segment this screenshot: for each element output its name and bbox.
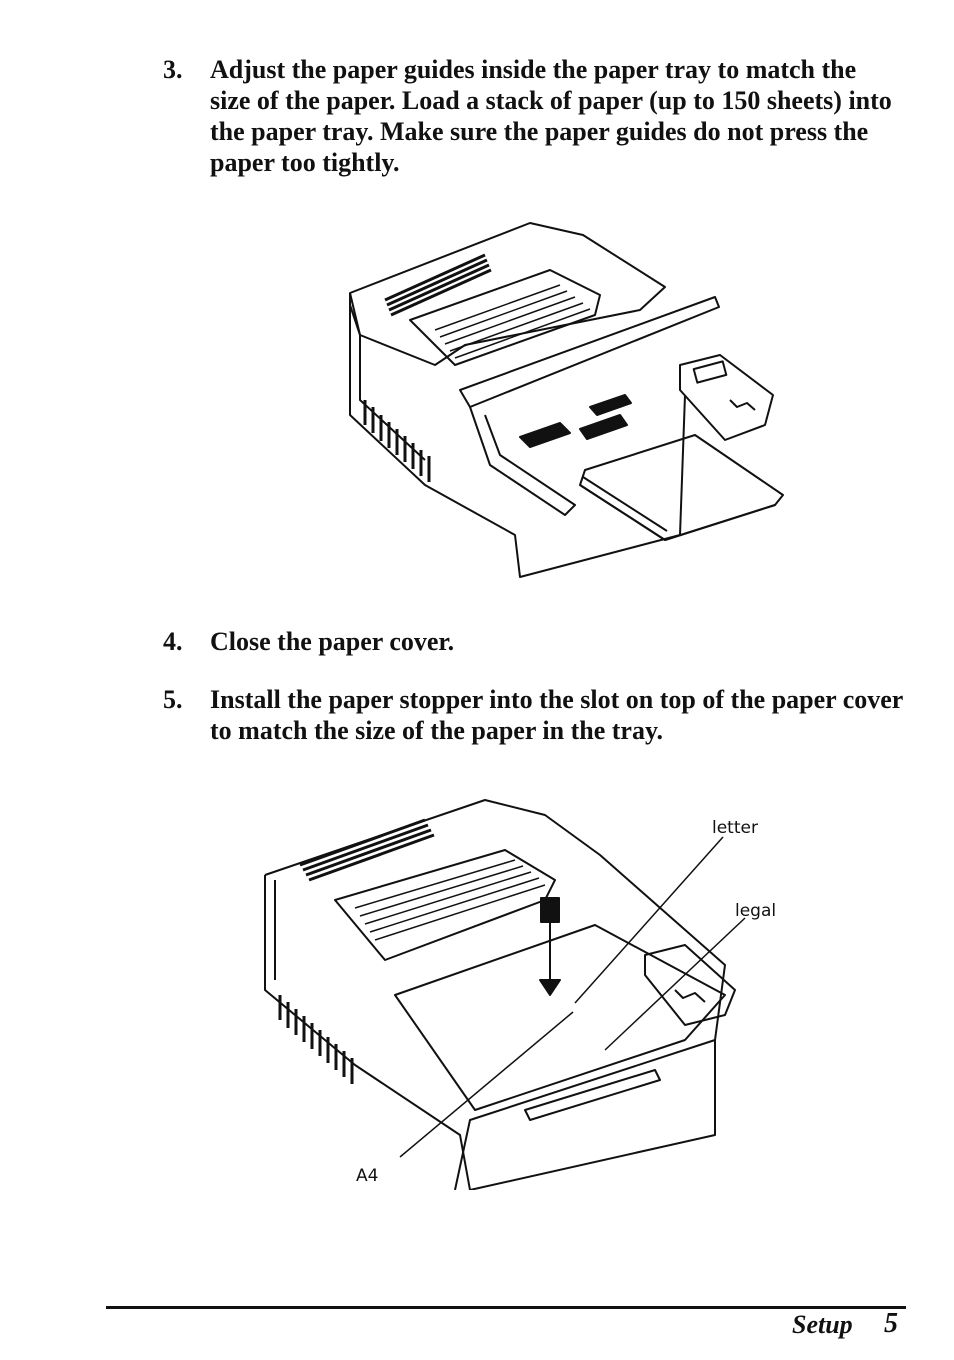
- footer-rule: [106, 1306, 906, 1309]
- step-number: 4.: [163, 627, 183, 656]
- step-5: 5. Install the paper stopper into the sl…: [163, 684, 903, 746]
- footer-section-title: Setup: [792, 1310, 853, 1339]
- step-text: Install the paper stopper into the slot …: [210, 685, 903, 745]
- printer-paper-tray-illustration: [335, 215, 790, 580]
- callout-a4: A4: [356, 1166, 379, 1186]
- step-text: Adjust the paper guides inside the paper…: [210, 55, 892, 177]
- step-4: 4. Close the paper cover.: [163, 626, 903, 657]
- callout-letter: letter: [712, 818, 758, 838]
- printer-paper-stopper-illustration: [255, 790, 790, 1190]
- page-number: 5: [884, 1308, 898, 1339]
- step-number: 5.: [163, 685, 183, 714]
- step-3: 3. Adjust the paper guides inside the pa…: [163, 54, 903, 178]
- callout-legal: legal: [735, 901, 777, 921]
- step-number: 3.: [163, 55, 183, 84]
- step-text: Close the paper cover.: [210, 627, 455, 656]
